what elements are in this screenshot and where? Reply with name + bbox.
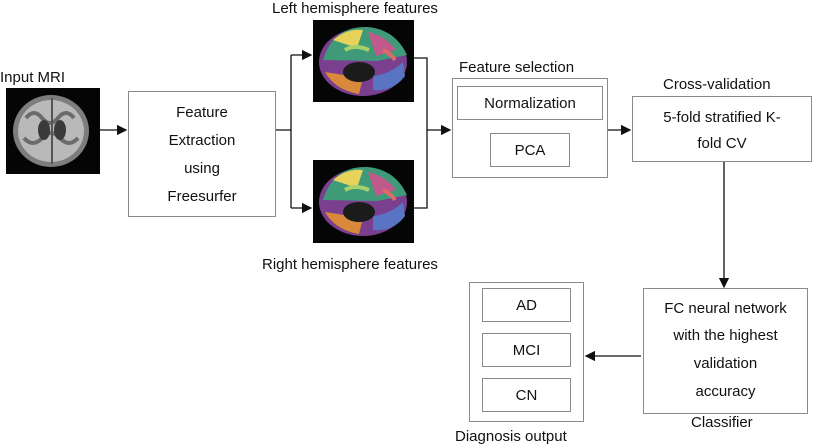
cross-validation-box: 5-fold stratified K- fold CV [632, 96, 812, 162]
feature-extraction-box: Feature Extraction using Freesurfer [128, 91, 276, 217]
fork-line [276, 55, 292, 131]
classifier-line-3: validation [693, 355, 758, 372]
cross-validation-title: Cross-validation [663, 76, 771, 93]
diagnosis-output-caption: Diagnosis output [455, 428, 567, 445]
diagnosis-class-ad-label: AD [516, 297, 537, 314]
right-hemisphere-image [313, 160, 414, 243]
diagnosis-class-mci-label: MCI [512, 342, 541, 359]
diagnosis-class-mci: MCI [482, 333, 571, 367]
diagnosis-class-cn-label: CN [515, 387, 538, 404]
pca-label: PCA [514, 142, 546, 159]
right-hemisphere-label: Right hemisphere features [262, 256, 438, 273]
classifier-line-2: with the highest [673, 327, 778, 344]
merge-line-top [414, 57, 428, 209]
feature-selection-title: Feature selection [459, 59, 575, 76]
normalization-label: Normalization [484, 95, 576, 112]
diagnosis-class-cn: CN [482, 378, 571, 412]
pca-step: PCA [490, 133, 570, 167]
normalization-step: Normalization [457, 86, 603, 120]
left-hemisphere-image [313, 20, 414, 102]
extraction-line-2: Extraction [168, 132, 236, 149]
extraction-line-4: Freesurfer [167, 188, 237, 205]
classifier-caption: Classifier [691, 414, 753, 431]
diagnosis-class-ad: AD [482, 288, 571, 322]
input-mri-label: Input MRI [0, 69, 66, 86]
feature-selection-box: Normalization PCA [452, 78, 608, 178]
extraction-line-1: Feature [176, 104, 228, 121]
diagnosis-output-box: AD MCI CN [469, 282, 584, 422]
cv-line-2: fold CV [697, 135, 747, 152]
cv-line-1: 5-fold stratified K- [663, 109, 781, 126]
left-hemisphere-label: Left hemisphere features [272, 0, 438, 17]
classifier-line-1: FC neural network [664, 300, 787, 317]
input-mri-image [6, 88, 100, 174]
classifier-box: FC neural network with the highest valid… [643, 288, 808, 414]
extraction-line-3: using [184, 160, 220, 177]
classifier-line-4: accuracy [695, 383, 756, 400]
